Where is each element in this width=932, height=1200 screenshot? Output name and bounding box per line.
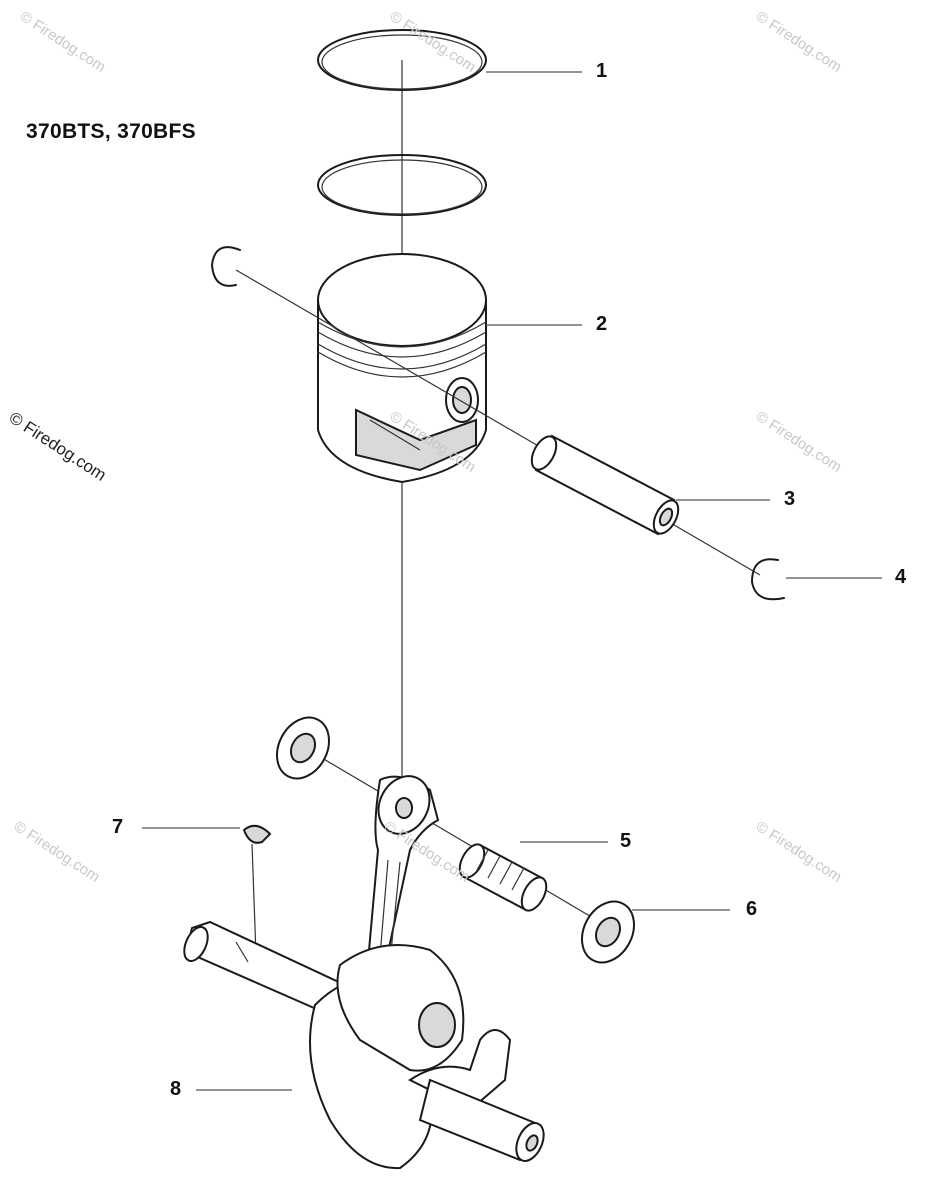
piston-ring-lower <box>317 154 487 216</box>
callout-3: 3 <box>784 488 796 510</box>
connecting-rod <box>363 775 440 997</box>
crank-axis-line <box>299 744 606 926</box>
piston-ring-upper <box>317 29 487 91</box>
woodruff-key <box>242 824 272 844</box>
callout-1: 1 <box>596 60 608 82</box>
crankshaft <box>183 920 545 1170</box>
needle-bearing <box>458 843 548 912</box>
callout-6: 6 <box>746 898 758 920</box>
model-label: 370BTS, 370BFS <box>26 120 196 143</box>
key-axis-line <box>251 843 257 956</box>
circlip-right <box>751 558 785 601</box>
piston <box>317 253 487 484</box>
circlip-left <box>211 246 241 287</box>
thrust-washer-left <box>276 716 330 780</box>
callout-2: 2 <box>596 313 608 335</box>
callout-5: 5 <box>620 830 632 852</box>
piston-pin <box>530 434 680 536</box>
thrust-washer-right <box>581 900 635 964</box>
callout-8: 8 <box>170 1078 182 1100</box>
callout-4: 4 <box>895 566 907 588</box>
callout-7: 7 <box>112 816 124 838</box>
pin-axis-line <box>235 269 761 576</box>
